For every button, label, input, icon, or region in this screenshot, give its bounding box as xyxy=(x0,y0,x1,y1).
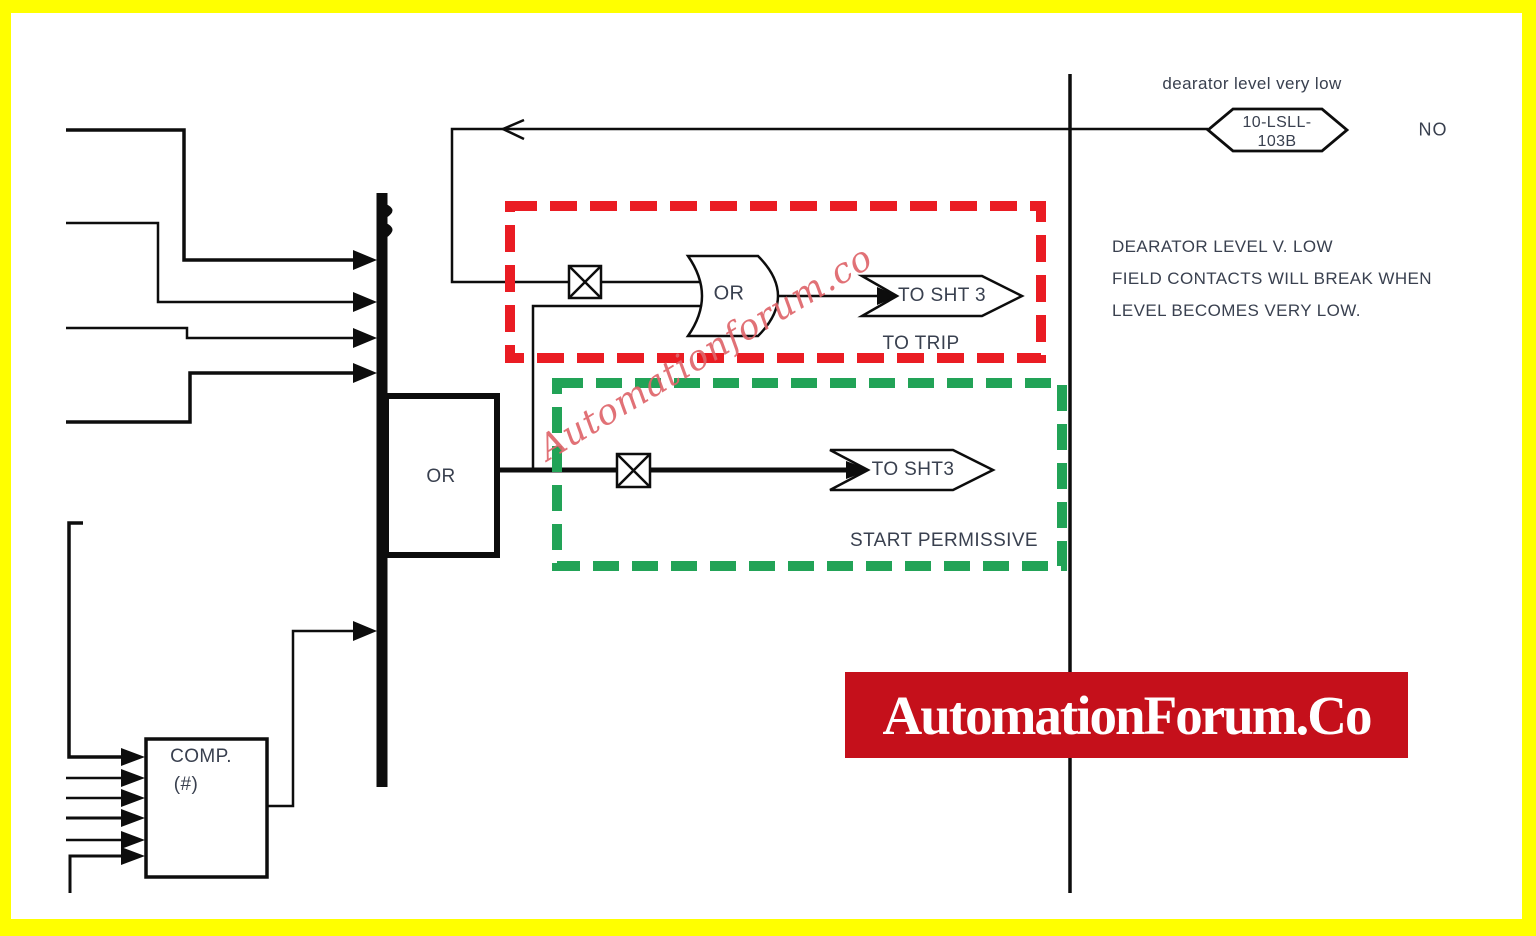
bus-input-arrowheads xyxy=(353,250,377,383)
trip-io-crossed-box xyxy=(567,264,603,300)
sensor-tag-line1: 10-LSLL- xyxy=(1242,114,1312,131)
or-gate-shape xyxy=(685,254,780,338)
bus-input-feeders xyxy=(66,128,353,424)
trip-sheet-flag xyxy=(857,274,1025,318)
left-arrowhead-icon xyxy=(499,118,525,141)
comparator-input-feeders xyxy=(66,521,121,893)
note-line-2: FIELD CONTACTS WILL BREAK WHEN xyxy=(1112,269,1432,288)
permissive-arrowhead xyxy=(846,461,870,479)
trip-caption: TO TRIP xyxy=(882,333,960,354)
permissive-sheet-flag xyxy=(829,448,996,492)
permissive-io-crossed-box xyxy=(615,452,652,489)
comparator-block xyxy=(144,737,269,879)
trip-arrowhead xyxy=(877,287,899,305)
comparator-output-line xyxy=(267,629,353,808)
note-line-1: DEARATOR LEVEL V. LOW xyxy=(1112,237,1333,256)
sensor-tag-line2: 103B xyxy=(1257,133,1297,150)
trip-flag-label: TO SHT 3 xyxy=(897,285,987,306)
comparator-label-line1: COMP. xyxy=(170,746,232,767)
comparator-label-line2: (#) xyxy=(173,774,199,795)
permissive-flag-label: TO SHT3 xyxy=(871,459,955,480)
site-banner: AutomationForum.Co xyxy=(845,672,1408,758)
level-switch-tag-hexagon xyxy=(1205,107,1350,153)
or-block-branch-line xyxy=(531,304,705,470)
trip-highlight-box xyxy=(505,201,1046,363)
contact-state-label: NO xyxy=(1418,119,1448,140)
comparator-input-arrowheads xyxy=(121,748,145,865)
permissive-highlight-box xyxy=(552,378,1067,571)
or-block-label: OR xyxy=(426,466,456,487)
or-block xyxy=(383,393,500,558)
bus-break-squiggle xyxy=(384,204,393,238)
permissive-caption: START PERMISSIVE xyxy=(849,530,1039,551)
input-bus xyxy=(376,193,393,787)
sensor-description-label: dearator level very low xyxy=(1162,74,1342,93)
or-gate-label: OR xyxy=(713,282,745,305)
comparator-output-arrowhead xyxy=(353,621,377,641)
note-line-3: LEVEL BECOMES VERY LOW. xyxy=(1112,301,1361,320)
